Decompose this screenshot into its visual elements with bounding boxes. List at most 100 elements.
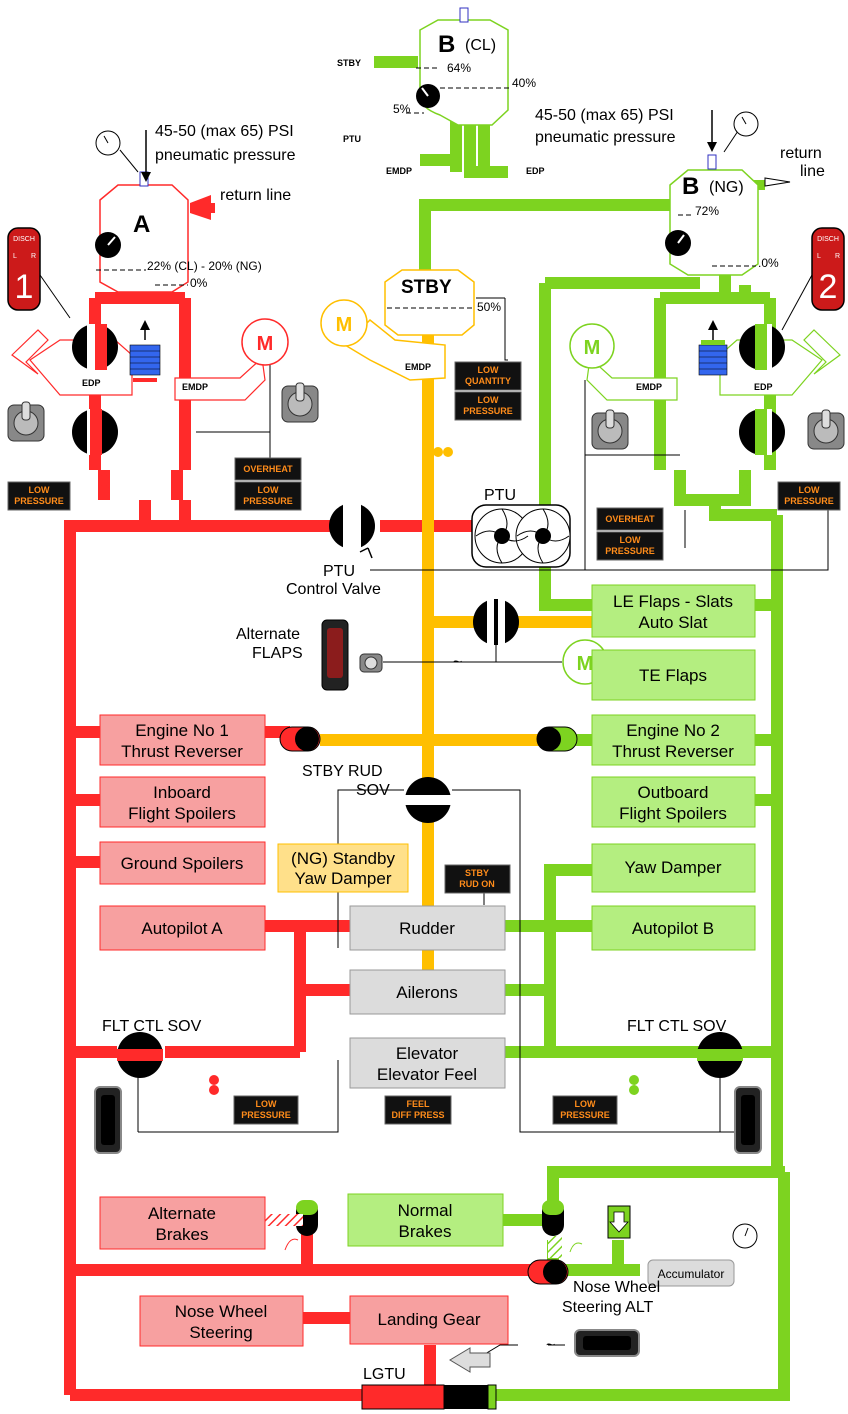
guarded-switch-icon: [734, 1086, 762, 1154]
reservoir-b-cl-letter: B: [438, 31, 455, 58]
svg-text:LOW: LOW: [799, 485, 820, 495]
low-pressure-light-a-edp: LOW PRESSURE: [7, 481, 71, 511]
svg-text:RUD ON: RUD ON: [459, 879, 495, 889]
fire-handle-1-r: R: [31, 253, 36, 260]
svg-text:Autopilot A: Autopilot A: [141, 919, 223, 938]
landing-gear-box: Landing Gear: [349, 1295, 509, 1345]
svg-text:Rudder: Rudder: [399, 919, 455, 938]
guarded-switch-icons[interactable]: [94, 1086, 762, 1357]
svg-text:LOW: LOW: [256, 1099, 277, 1109]
fire-handle-1-disch: DISCH: [13, 236, 35, 243]
level-b-cl-main: 64%: [447, 61, 471, 75]
svg-text:TE Flaps: TE Flaps: [639, 666, 707, 685]
outboard-spoilers-box: Outboard Flight Spoilers: [591, 776, 756, 828]
le-flaps-box: LE Flaps - Slats Auto Slat: [591, 584, 756, 638]
fire-handle-1[interactable]: DISCH L R 1: [7, 227, 71, 319]
fire-handle-2-disch: DISCH: [817, 236, 839, 243]
svg-text:PRESSURE: PRESSURE: [241, 1110, 291, 1120]
svg-text:QUANTITY: QUANTITY: [465, 376, 511, 386]
level-stby: 50%: [477, 300, 501, 314]
svg-text:PRESSURE: PRESSURE: [243, 496, 293, 506]
svg-text:(NG) Standby: (NG) Standby: [291, 849, 395, 868]
svg-text:Inboard: Inboard: [153, 783, 211, 802]
lgtu: LGTU: [361, 1366, 497, 1410]
fire-handle-2[interactable]: DISCH L R 2: [781, 227, 845, 331]
reservoir-b-ng-letter: B: [682, 173, 699, 200]
svg-text:Brakes: Brakes: [399, 1222, 452, 1241]
svg-text:DIFF PRESS: DIFF PRESS: [391, 1110, 444, 1120]
motor-a-icon: M: [257, 333, 274, 355]
toggle-switch-icons[interactable]: [7, 382, 845, 450]
pressure-switch-icon: [629, 1075, 639, 1095]
svg-text:LE Flaps - Slats: LE Flaps - Slats: [613, 592, 733, 611]
svg-text:Flight Spoilers: Flight Spoilers: [619, 804, 727, 823]
brake-valves: [265, 1200, 631, 1285]
system-b-pumps: EDP EMDP M: [569, 320, 841, 401]
accumulator: Accumulator: [647, 1223, 758, 1287]
fire-handle-2-number: 2: [819, 268, 838, 306]
ground-spoilers-box: Ground Spoilers: [99, 841, 266, 885]
emdp-b-label: EMDP: [636, 382, 662, 392]
alternate-flaps-label-2: FLAPS: [252, 645, 303, 662]
ptu-control-valve: PTU Control Valve: [286, 503, 381, 598]
reservoir-a: A 45-50 (max 65) PSI pneumatic pressure …: [95, 123, 296, 293]
valve-icon: [739, 324, 785, 370]
rudder-box: Rudder: [349, 905, 506, 951]
svg-text:Elevator: Elevator: [396, 1044, 459, 1063]
pressure-switch-icon: [675, 475, 685, 495]
reservoir-a-return-line-label: return line: [220, 187, 291, 204]
valve-icon: [296, 1200, 318, 1236]
pressure-switch-icons: [99, 447, 750, 1095]
reservoir-b-ng-return-line-label-1: return: [780, 145, 822, 162]
ptu-valve-label-2: Control Valve: [286, 581, 381, 598]
toggle-switch-icon[interactable]: [359, 653, 383, 673]
edp-a-label: EDP: [82, 378, 101, 388]
gauge-icon: [732, 1223, 758, 1249]
flt-ctl-sov-a-label: FLT CTL SOV: [102, 1018, 202, 1035]
engine2-thrust-reverser-box: Engine No 2 Thrust Reverser: [591, 714, 756, 766]
b-cl-stby-port: STBY: [337, 58, 361, 68]
svg-text:LOW: LOW: [29, 485, 50, 495]
reservoir-b-ng: B (NG) 45-50 (max 65) PSI pneumatic pres…: [535, 107, 825, 276]
elevator-box: Elevator Elevator Feel: [349, 1037, 506, 1089]
te-flaps-motor-icon: M: [577, 653, 594, 675]
valve-icon: [542, 1200, 564, 1236]
level-a-low: 0%: [190, 276, 208, 290]
edp-b-label: EDP: [754, 382, 773, 392]
valve-icon: [739, 409, 785, 455]
nose-wheel-steering-alt: Nose Wheel Steering ALT ~: [449, 1279, 660, 1373]
normal-brakes-box: Normal Brakes: [347, 1193, 504, 1247]
level-b-cl-edp: 40%: [512, 76, 536, 90]
stby-rud-on-light: STBY RUD ON: [444, 864, 511, 894]
ailerons-box: Ailerons: [349, 969, 506, 1015]
reservoir-b-cl-variant: (CL): [465, 37, 496, 54]
valve-icon: [536, 726, 578, 752]
gauge-icon: [95, 130, 121, 156]
warning-lights: LOW PRESSURE OVERHEAT LOW PRESSURE LOW Q…: [7, 361, 841, 1125]
flt-ctl-sov-a: FLT CTL SOV: [102, 1018, 202, 1078]
te-flaps-box: TE Flaps: [591, 649, 756, 701]
lgtu-label: LGTU: [363, 1366, 406, 1383]
nose-wheel-steering-box: Nose Wheel Steering: [139, 1295, 304, 1347]
yaw-damper-box: Yaw Damper: [591, 843, 756, 893]
svg-text:Engine No 1: Engine No 1: [135, 721, 229, 740]
system-a-pumps: EDP EMDP M: [11, 318, 289, 401]
wire-break-symbol: ~: [453, 654, 462, 671]
svg-text:FEEL: FEEL: [406, 1099, 430, 1109]
fire-handle-1-l: L: [13, 253, 17, 260]
valve-icon: [527, 1259, 569, 1285]
level-b-ng-main: 72%: [695, 204, 719, 218]
svg-text:PRESSURE: PRESSURE: [14, 496, 64, 506]
svg-text:Thrust Reverser: Thrust Reverser: [612, 742, 734, 761]
guarded-switch-icon: [574, 1329, 640, 1357]
svg-text:Elevator Feel: Elevator Feel: [377, 1065, 477, 1084]
valve-icon: [279, 726, 321, 752]
low-pressure-light-b-emdp: LOW PRESSURE: [596, 531, 664, 561]
engine1-thrust-reverser-box: Engine No 1 Thrust Reverser: [99, 714, 266, 766]
b-cl-emdp-port: EMDP: [386, 166, 412, 176]
svg-text:LOW: LOW: [478, 365, 499, 375]
svg-text:Flight Spoilers: Flight Spoilers: [128, 804, 236, 823]
autopilot-a-box: Autopilot A: [99, 905, 266, 951]
control-wiring: [119, 127, 829, 1364]
low-pressure-light-b-edp: LOW PRESSURE: [777, 481, 841, 511]
